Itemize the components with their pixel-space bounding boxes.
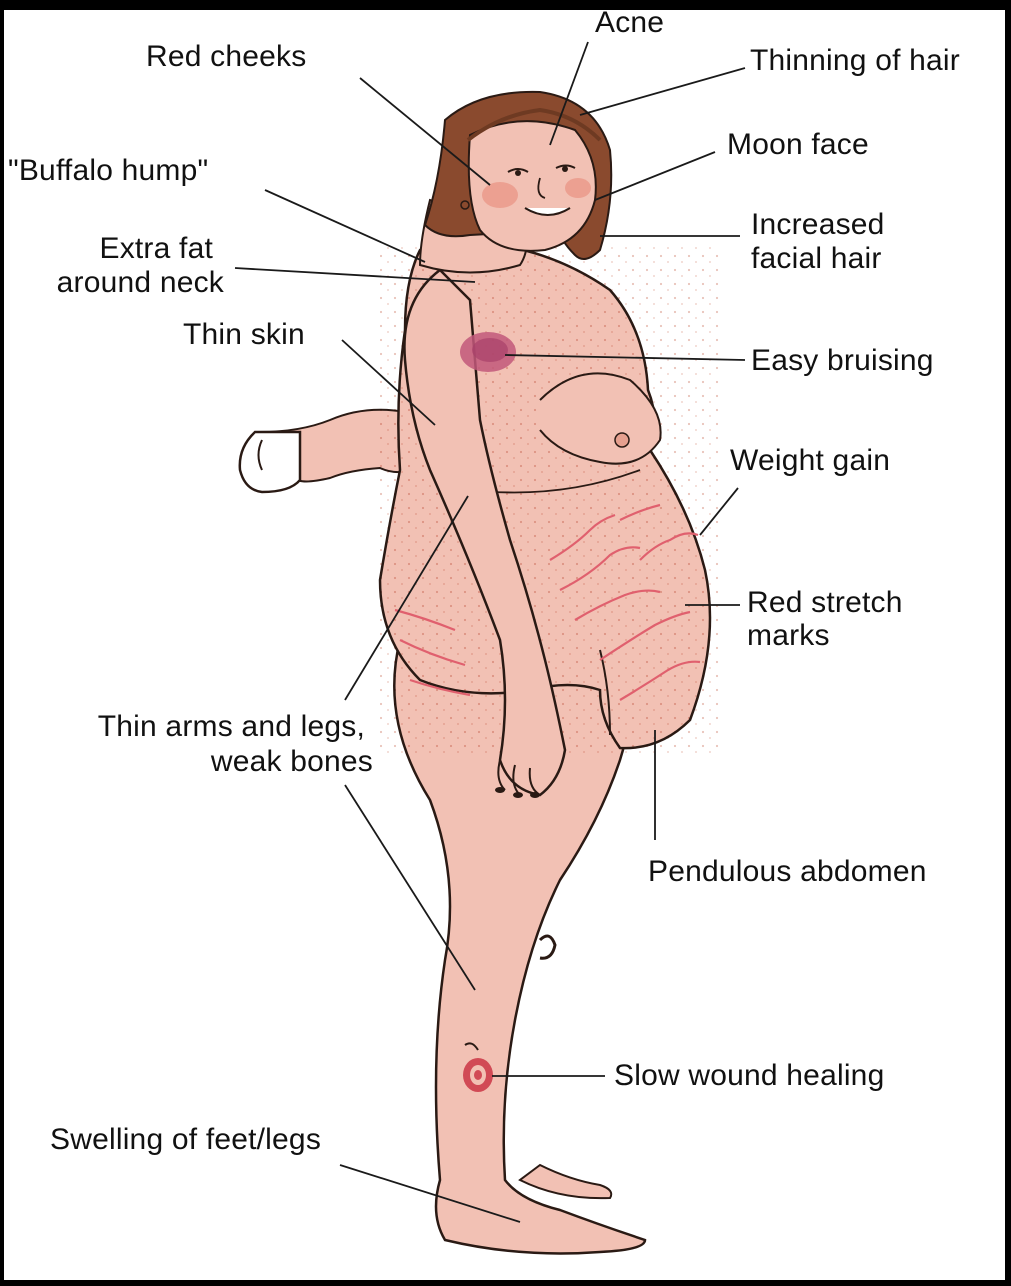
label-swelling: Swelling of feet/legs [50,1123,321,1157]
label-thin-arms-line2: weak bones [30,745,373,779]
label-red-cheeks: Red cheeks [146,40,306,74]
label-slow-wound: Slow wound healing [614,1059,884,1093]
wound [463,1058,493,1092]
label-stretch-line1: Red stretch [747,586,903,620]
label-facial-hair-line2: facial hair [751,242,882,276]
label-extra-fat-line2: around neck [14,266,224,300]
label-moon-face: Moon face [727,128,869,162]
label-easy-bruising: Easy bruising [751,344,934,378]
bottom-border [0,1280,1011,1286]
label-extra-fat-line1: Extra fat [70,232,213,266]
left-border [0,0,4,1286]
label-thin-arms-line1: Thin arms and legs, [30,710,365,744]
top-border [0,0,1011,10]
head [420,92,611,273]
label-pendulous-abdomen: Pendulous abdomen [648,855,927,889]
label-facial-hair-line1: Increased [751,208,885,242]
label-acne: Acne [595,6,664,40]
right-border [1005,0,1011,1286]
bruise [460,332,516,372]
label-stretch-line2: marks [747,619,830,653]
label-buffalo-hump: "Buffalo hump" [8,154,208,188]
label-thinning-hair: Thinning of hair [750,44,960,78]
label-thin-skin: Thin skin [183,318,305,352]
label-weight-gain: Weight gain [730,444,890,478]
